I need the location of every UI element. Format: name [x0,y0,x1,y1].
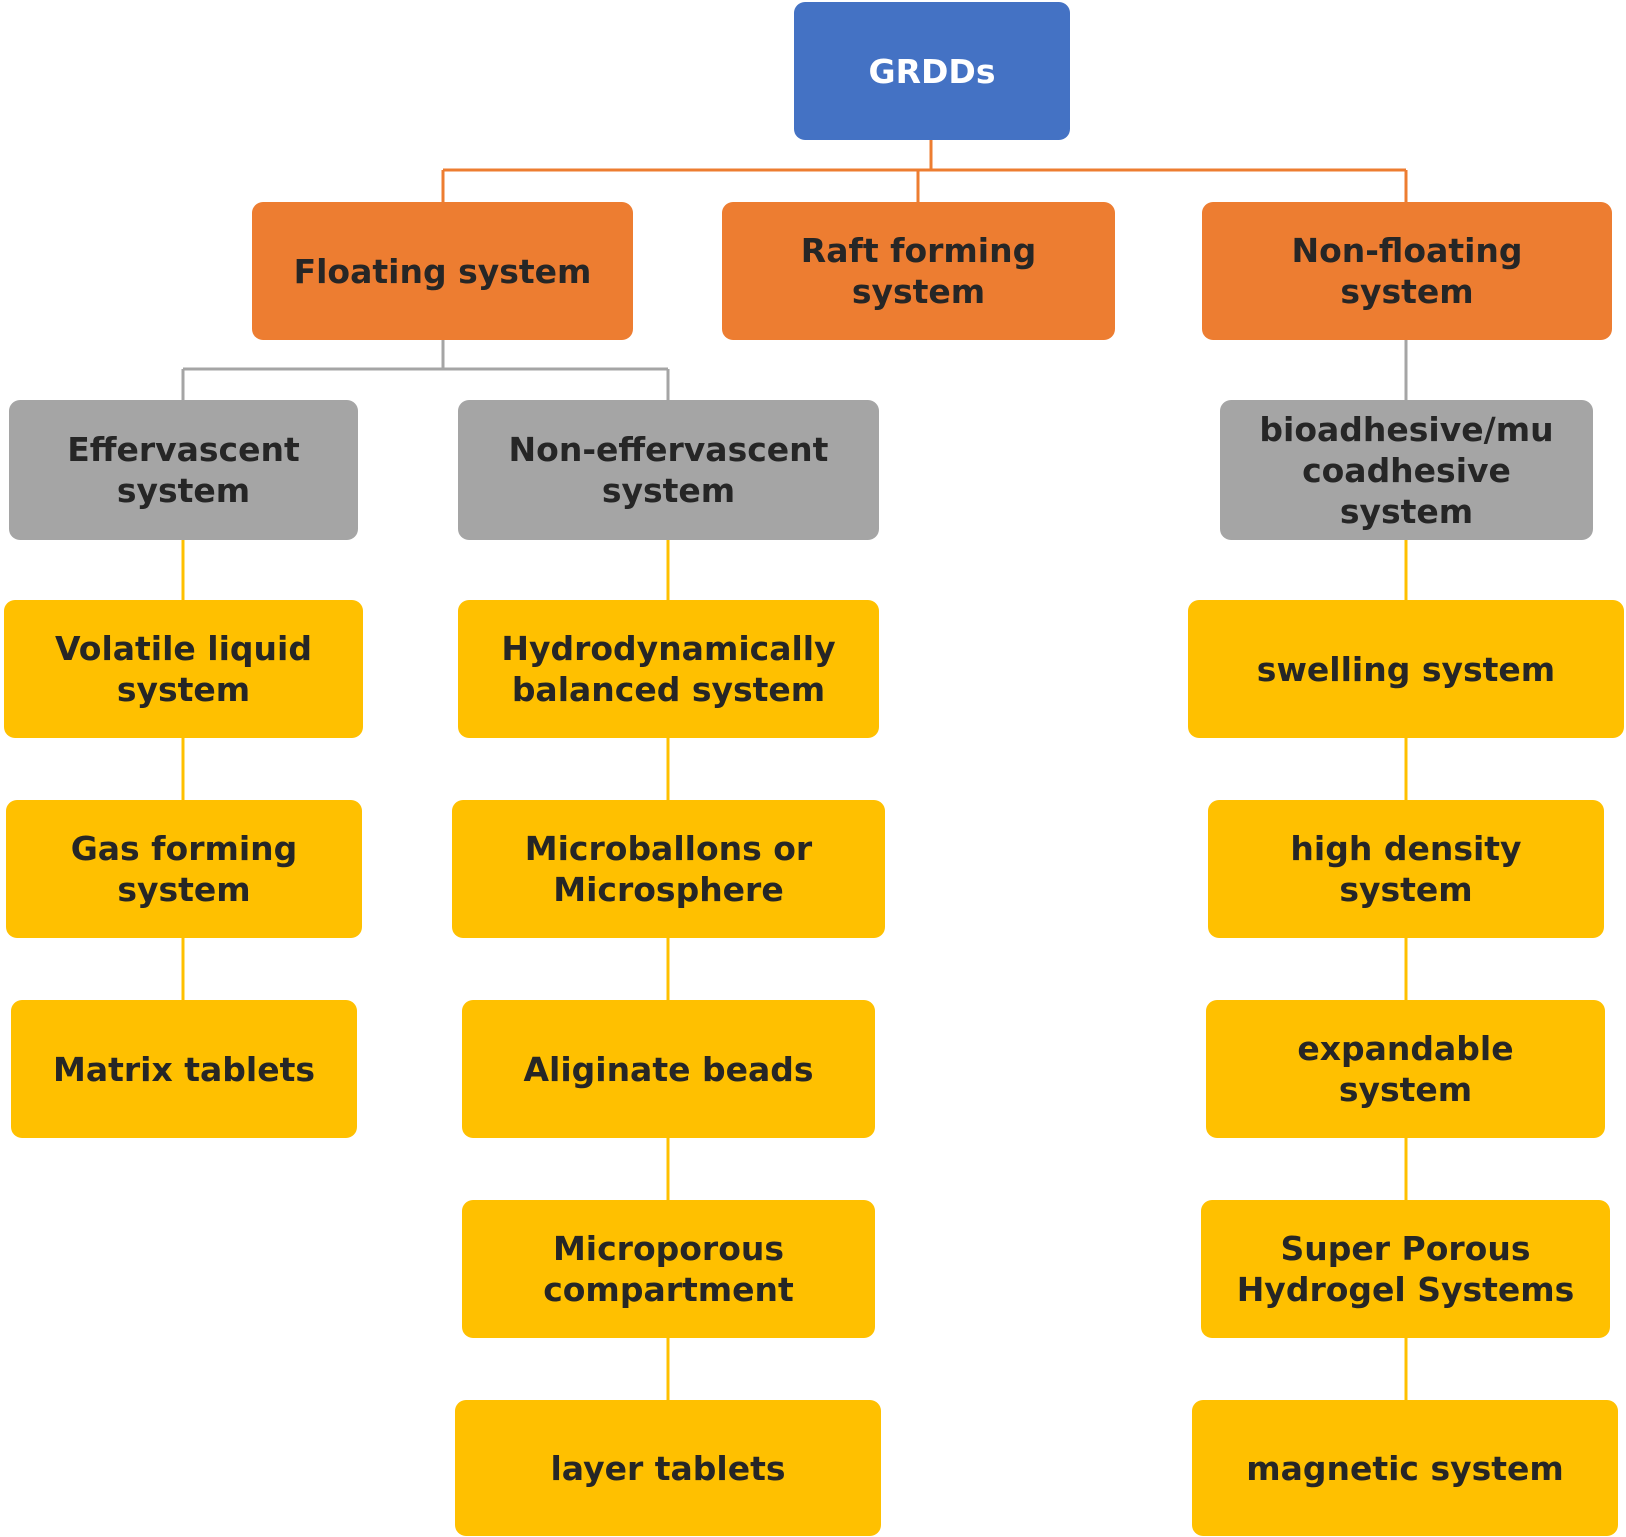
leaf-magnetic-system: magnetic system [1192,1400,1618,1536]
root-node-grdds: GRDDs [794,2,1070,140]
leaf-layer-tablets: layer tablets [455,1400,881,1536]
leaf-hydrodynamically-balanced-system: Hydrodynamically balanced system [458,600,879,738]
category-label: Raft forming system [800,231,1037,311]
subcategory-label: Effervascent system [67,430,300,510]
subcategory-label: Non-effervascent system [508,430,829,510]
category-raft-forming-system: Raft forming system [722,202,1115,340]
subcategory-bioadhesive-system: bioadhesive/mu coadhesive system [1220,400,1593,540]
leaf-swelling-system: swelling system [1188,600,1624,738]
root-label: GRDDs [868,51,996,91]
leaf-high-density-system: high density system [1208,800,1604,938]
leaf-label: Microballons or Microsphere [524,829,813,909]
leaf-label: high density system [1290,829,1522,909]
leaf-label: Volatile liquid system [55,629,312,709]
root-connectors [441,140,1408,202]
leaf-microporous-compartment: Microporous compartment [462,1200,875,1338]
leaf-label: magnetic system [1246,1448,1564,1488]
leaf-super-porous-hydrogel-systems: Super Porous Hydrogel Systems [1201,1200,1610,1338]
leaf-label: Matrix tablets [52,1049,316,1089]
leaf-label: Microporous compartment [543,1229,794,1309]
category-label: Non-floating system [1291,231,1523,311]
leaf-label: layer tablets [550,1448,786,1488]
subcategory-non-effervescent-system: Non-effervascent system [458,400,879,540]
leaf-expandable-system: expandable system [1206,1000,1605,1138]
leaf-aliginate-beads: Aliginate beads [462,1000,875,1138]
subcategory-effervescent-system: Effervascent system [9,400,358,540]
category-label: Floating system [293,251,592,291]
leaf-volatile-liquid-system: Volatile liquid system [4,600,363,738]
category-floating-system: Floating system [252,202,633,340]
leaf-label: Aliginate beads [523,1049,814,1089]
leaf-matrix-tablets: Matrix tablets [11,1000,357,1138]
leaf-label: swelling system [1256,649,1556,689]
leaf-microballons-or-microsphere: Microballons or Microsphere [452,800,885,938]
leaf-gas-forming-system: Gas forming system [6,800,362,938]
category-non-floating-system: Non-floating system [1202,202,1612,340]
leaf-label: Hydrodynamically balanced system [501,629,836,709]
leaf-label: Gas forming system [70,829,298,909]
leaf-label: expandable system [1297,1029,1514,1109]
leaf-label: Super Porous Hydrogel Systems [1236,1229,1575,1309]
subcategory-label: bioadhesive/mu coadhesive system [1259,409,1554,531]
category-connectors [181,340,1408,400]
